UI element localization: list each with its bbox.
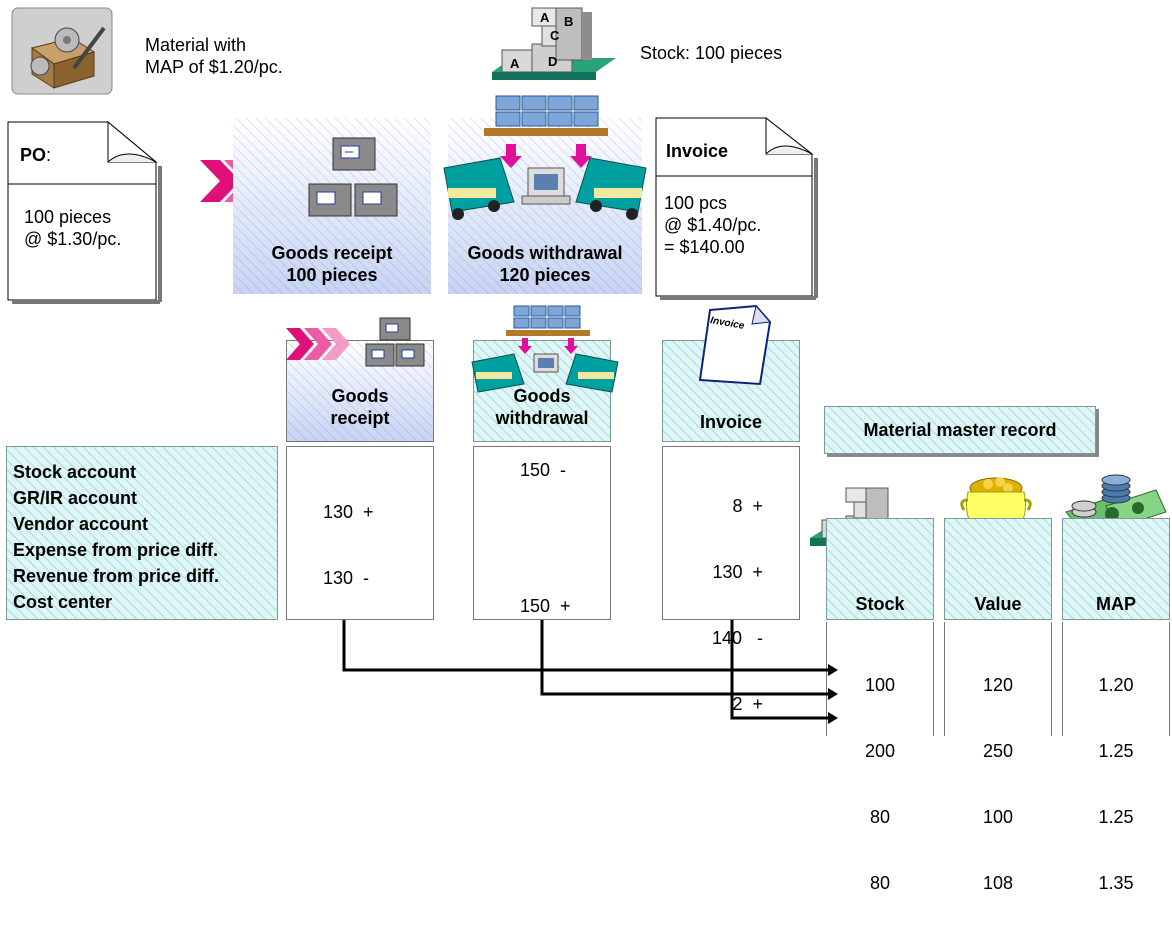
mmr-stock-header: Stock bbox=[826, 518, 934, 620]
mmr-map-header: MAP bbox=[1062, 518, 1170, 620]
stock-blocks-icon: A B C A D bbox=[492, 6, 622, 82]
inv-entry-4: 2 + bbox=[732, 694, 763, 714]
withdrawal-trucks-icon bbox=[440, 95, 650, 236]
mmr-value-4: 108 bbox=[982, 873, 1014, 893]
material-text: Material with MAP of $1.20/pc. bbox=[145, 34, 283, 78]
po-title: PO bbox=[20, 145, 47, 165]
account-vendor: Vendor account bbox=[13, 514, 149, 534]
gr-entry-grir: 130 - bbox=[323, 568, 370, 588]
mmr-map-3: 1.25 bbox=[1098, 807, 1134, 827]
mmr-stock-2: 200 bbox=[864, 741, 896, 761]
account-revenue-price-diff: Revenue from price diff. bbox=[13, 566, 220, 586]
goods-receipt-panel: Goods receipt 100 pieces bbox=[233, 118, 431, 294]
gw-header-line-2: withdrawal bbox=[495, 408, 589, 428]
gw-header-line-1: Goods bbox=[513, 386, 571, 406]
stock-icon-letter-b: B bbox=[564, 14, 574, 29]
po-document: PO: 100 pieces @ $1.30/pc. bbox=[7, 120, 166, 304]
invoice-document: Invoice 100 pcs @ $1.40/pc. = $140.00 bbox=[655, 116, 822, 300]
gr-header-line-2: receipt bbox=[330, 408, 390, 428]
pallet-boxes-icon bbox=[305, 132, 401, 232]
po-line-1: 100 pieces bbox=[24, 207, 112, 227]
po-line-2: @ $1.30/pc. bbox=[24, 229, 122, 249]
gr-entry-stock: 130 + bbox=[323, 502, 374, 522]
goods-withdrawal-title: Goods withdrawal bbox=[467, 243, 623, 263]
accounts-panel: Stock account GR/IR account Vendor accou… bbox=[6, 446, 278, 620]
inv-entry-2: 130 + bbox=[712, 562, 763, 582]
material-icon bbox=[11, 7, 113, 95]
gw-entry-stock: 150 - bbox=[520, 460, 567, 480]
mmr-stock-1: 100 bbox=[864, 675, 896, 695]
invoice-line-1: 100 pcs bbox=[664, 193, 728, 213]
inv-header: Invoice bbox=[699, 412, 763, 432]
invoice-doc-icon: Invoice bbox=[698, 304, 774, 386]
mmr-stock-header-label: Stock bbox=[855, 594, 905, 614]
mmr-value-header-label: Value bbox=[974, 594, 1022, 614]
material-master-title: Material master record bbox=[824, 406, 1096, 454]
account-stock: Stock account bbox=[13, 462, 137, 482]
stock-text: Stock: 100 pieces bbox=[640, 43, 783, 63]
material-text-line-2: MAP of $1.20/pc. bbox=[145, 57, 283, 77]
mmr-value-1: 120 bbox=[982, 675, 1014, 695]
mmr-value-2: 250 bbox=[982, 741, 1014, 761]
mmr-value-3: 100 bbox=[982, 807, 1014, 827]
gr-header-line-1: Goods bbox=[331, 386, 389, 406]
account-grir: GR/IR account bbox=[13, 488, 138, 508]
invoice-title: Invoice bbox=[666, 141, 729, 161]
goods-withdrawal-qty: 120 pieces bbox=[499, 265, 591, 285]
inv-column-body: 8 + 130 + 140 - 2 + bbox=[662, 446, 800, 714]
inv-entry-3: 140 - bbox=[711, 628, 763, 648]
goods-receipt-qty: 100 pieces bbox=[286, 265, 378, 285]
gw-column-body: 150 - 150 + bbox=[473, 446, 611, 620]
po-colon: : bbox=[46, 145, 52, 165]
mmr-value-header: Value bbox=[944, 518, 1052, 620]
account-expense-price-diff: Expense from price diff. bbox=[13, 540, 219, 560]
mmr-stock-3: 80 bbox=[869, 807, 891, 827]
mmr-map-header-label: MAP bbox=[1096, 594, 1136, 614]
gw-trucks-icon bbox=[470, 305, 620, 396]
stock-icon-letter-d: D bbox=[548, 54, 558, 69]
gw-entry-cost-center: 150 + bbox=[520, 596, 571, 616]
gr-arrow-icon bbox=[286, 316, 436, 372]
goods-withdrawal-panel: Goods withdrawal 120 pieces bbox=[443, 95, 647, 294]
connector-lines bbox=[342, 620, 838, 724]
inv-entry-1: 8 + bbox=[732, 496, 763, 516]
stock-icon-letter-c: C bbox=[550, 28, 560, 43]
invoice-line-3: = $140.00 bbox=[664, 237, 745, 257]
mmr-stock-4: 80 bbox=[869, 873, 891, 893]
invoice-line-2: @ $1.40/pc. bbox=[664, 215, 762, 235]
stock-icon-letter-a-bottom: A bbox=[510, 56, 520, 71]
stock-icon-letter-a-top: A bbox=[540, 10, 550, 25]
mmr-map-1: 1.20 bbox=[1098, 675, 1134, 695]
mmr-map-2: 1.25 bbox=[1098, 741, 1134, 761]
material-text-line-1: Material with bbox=[145, 35, 247, 55]
account-cost-center: Cost center bbox=[13, 592, 113, 612]
mmr-map-4: 1.35 bbox=[1098, 873, 1134, 893]
gr-column-body: 130 + 130 - bbox=[286, 446, 434, 620]
goods-receipt-title: Goods receipt bbox=[271, 243, 393, 263]
